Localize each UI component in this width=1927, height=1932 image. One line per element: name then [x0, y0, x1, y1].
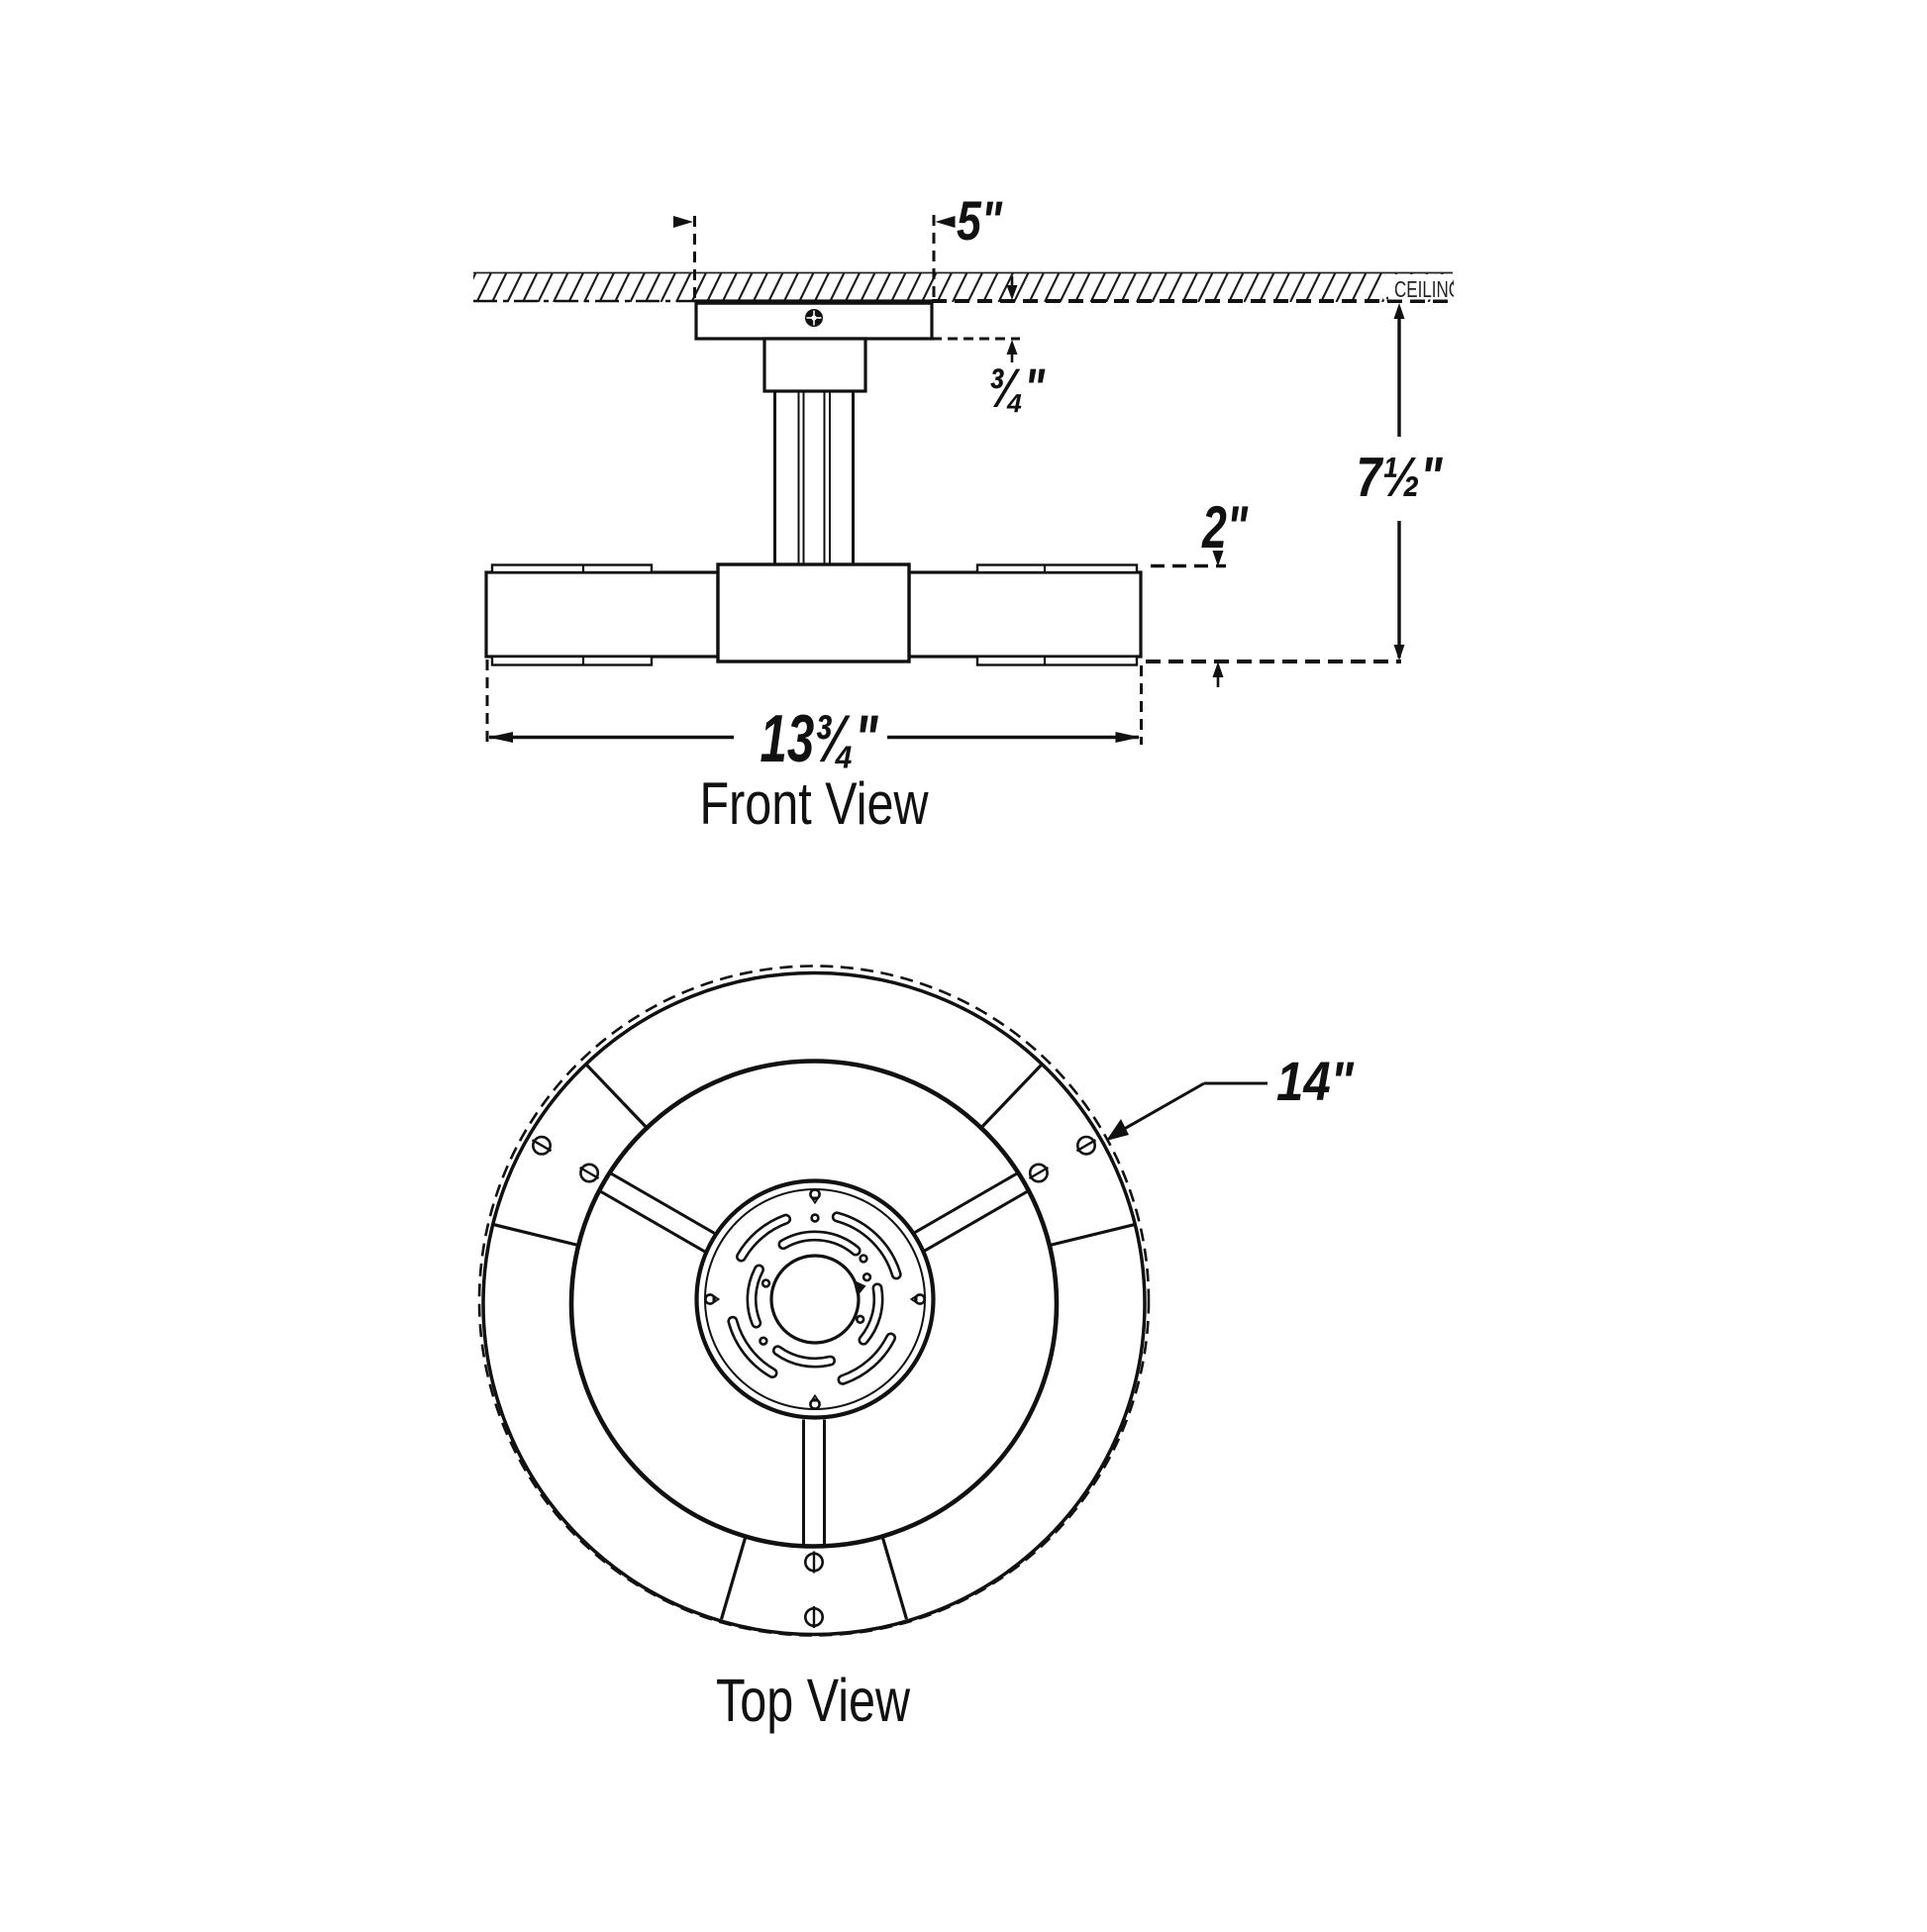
svg-text:¾": ¾" — [988, 356, 1046, 419]
svg-text:CEILING: CEILING — [1394, 276, 1462, 302]
svg-text:2": 2" — [1201, 494, 1249, 560]
svg-text:Front View: Front View — [700, 770, 930, 837]
svg-text:14": 14" — [1276, 1050, 1355, 1112]
svg-text:5": 5" — [957, 189, 1003, 252]
svg-text:7½": 7½" — [1357, 446, 1444, 509]
svg-text:13¾": 13¾" — [761, 701, 879, 776]
svg-text:Top View: Top View — [716, 1667, 911, 1734]
svg-text:,: , — [1384, 281, 1390, 304]
